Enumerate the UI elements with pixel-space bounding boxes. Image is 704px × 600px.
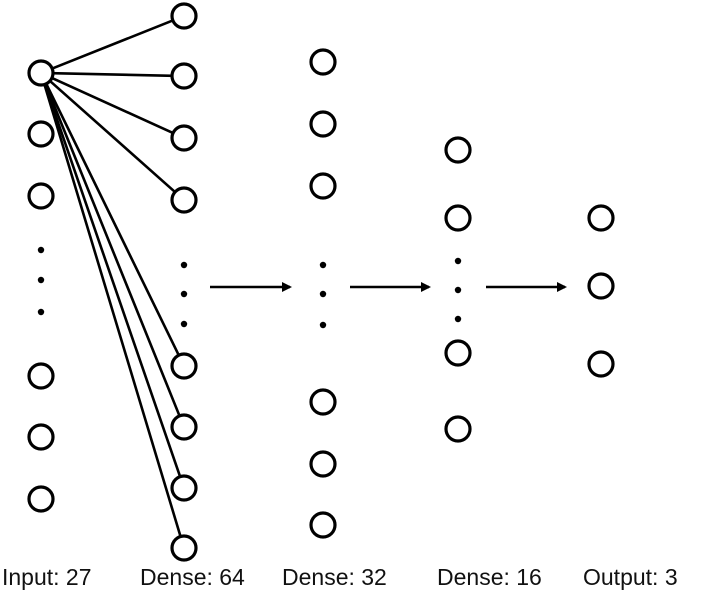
neuron-dense-64-7	[170, 474, 198, 502]
layer-label-dense-64: Dense: 64	[140, 564, 245, 590]
neuron-dense-64-5	[170, 352, 198, 380]
ellipsis-dot-dense-16-2	[454, 286, 462, 294]
neuron-dense-32-4	[309, 388, 337, 416]
neuron-input-2	[27, 120, 55, 148]
neuron-dense-16-2	[444, 204, 472, 232]
connection-edge-2	[50, 71, 175, 78]
neuron-dense-64-6	[170, 413, 198, 441]
neuron-output-3	[587, 350, 615, 378]
neuron-dense-32-6	[309, 511, 337, 539]
ellipsis-dot-dense-32-2	[319, 290, 327, 298]
neuron-dense-32-5	[309, 450, 337, 478]
layer-label-dense-16: Dense: 16	[437, 564, 542, 590]
neuron-input-3	[27, 182, 55, 210]
neuron-dense-64-3	[170, 124, 198, 152]
ellipsis-dot-dense-64-2	[180, 290, 188, 298]
connection-edge-7	[43, 82, 182, 479]
ellipsis-dot-input-2	[37, 276, 45, 284]
neuron-dense-16-3	[444, 339, 472, 367]
ellipsis-dot-dense-16-3	[454, 315, 462, 323]
ellipsis-dot-dense-32-1	[319, 261, 327, 269]
connections	[42, 18, 183, 539]
neuron-output-2	[587, 272, 615, 300]
neuron-input-5	[27, 423, 55, 451]
neuron-dense-32-3	[309, 172, 337, 200]
neuron-input-1	[27, 59, 55, 87]
neuron-dense-64-4	[170, 186, 198, 214]
connection-edge-5	[44, 81, 181, 358]
neuron-input-6	[27, 485, 55, 513]
neurons	[27, 2, 615, 562]
ellipsis-dot-dense-64-3	[180, 320, 188, 328]
neuron-dense-16-4	[444, 415, 472, 443]
ellipsis-dots	[37, 246, 462, 329]
connection-edge-8	[42, 82, 183, 539]
ellipsis-dot-input-1	[37, 246, 45, 254]
neuron-output-1	[587, 204, 615, 232]
layer-label-output: Output: 3	[583, 564, 678, 590]
neuron-dense-64-8	[170, 534, 198, 562]
connection-edge-1	[49, 18, 176, 71]
ellipsis-dot-dense-32-3	[319, 321, 327, 329]
neuron-dense-16-1	[444, 136, 472, 164]
connection-edge-4	[47, 79, 178, 194]
ellipsis-dot-dense-16-1	[454, 257, 462, 265]
neuron-input-4	[27, 362, 55, 390]
connection-edge-6	[43, 81, 182, 419]
neuron-dense-32-1	[309, 48, 337, 76]
neuron-dense-64-1	[170, 2, 198, 30]
neuron-dense-32-2	[309, 110, 337, 138]
neuron-dense-64-2	[170, 62, 198, 90]
ellipsis-dot-dense-64-1	[180, 261, 188, 269]
connection-edge-3	[49, 76, 176, 135]
layer-label-dense-32: Dense: 32	[282, 564, 387, 590]
layer-label-input: Input: 27	[2, 564, 92, 590]
ellipsis-dot-input-3	[37, 308, 45, 316]
